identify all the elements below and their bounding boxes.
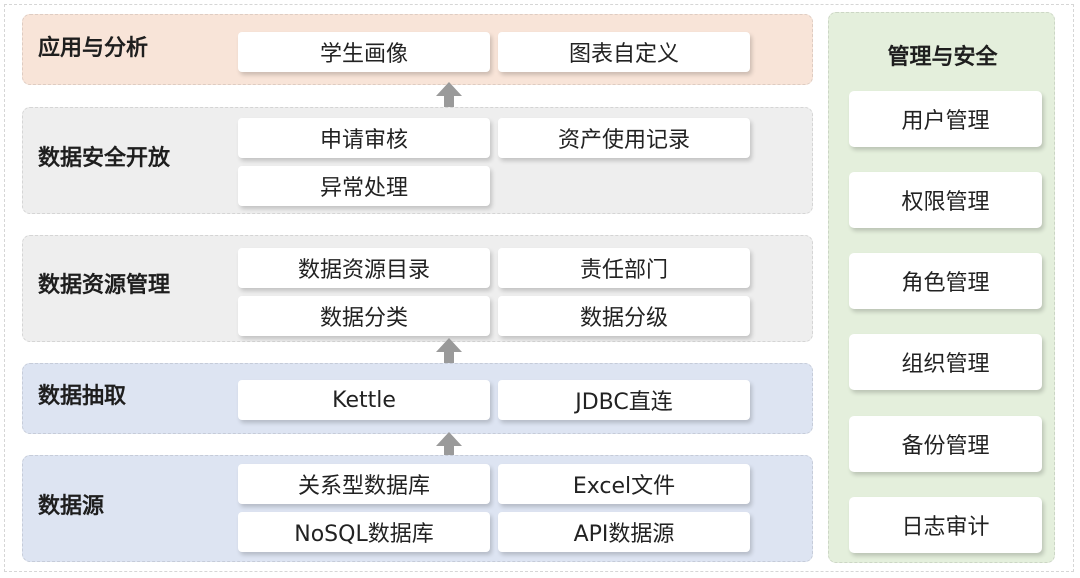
management-item-user: 用户管理 (849, 91, 1042, 147)
resource-item-catalog: 数据资源目录 (238, 248, 490, 288)
management-item-log-audit: 日志审计 (849, 497, 1042, 553)
resource-item-responsible-dept: 责任部门 (498, 248, 750, 288)
management-title: 管理与安全 (887, 45, 998, 70)
arrow-up-icon (436, 338, 462, 376)
extract-item-kettle: Kettle (238, 380, 490, 420)
diagram-frame (4, 4, 1074, 572)
source-item-excel-file: Excel文件 (498, 464, 750, 504)
management-panel: 管理与安全 用户管理 权限管理 角色管理 组织管理 备份管理 日志审计 (828, 12, 1055, 563)
management-item-organization: 组织管理 (849, 334, 1042, 390)
arrow-up-icon (436, 82, 462, 120)
security-item-exception-handling: 异常处理 (238, 166, 490, 206)
layer-source-title: 数据源 (38, 494, 105, 519)
arrow-up-icon (436, 432, 462, 470)
layer-security-title: 数据安全开放 (38, 146, 171, 171)
management-item-backup: 备份管理 (849, 416, 1042, 472)
management-item-role: 角色管理 (849, 253, 1042, 309)
security-item-application-review: 申请审核 (238, 118, 490, 158)
app-item-student-profile: 学生画像 (238, 32, 490, 72)
extract-item-jdbc: JDBC直连 (498, 380, 750, 420)
app-item-custom-chart: 图表自定义 (498, 32, 750, 72)
source-item-api-source: API数据源 (498, 512, 750, 552)
layer-resource-title: 数据资源管理 (38, 273, 171, 298)
resource-item-classification: 数据分类 (238, 296, 490, 336)
source-item-nosql-db: NoSQL数据库 (238, 512, 490, 552)
management-item-permission: 权限管理 (849, 172, 1042, 228)
layer-extract-title: 数据抽取 (38, 384, 127, 409)
source-item-relational-db: 关系型数据库 (238, 464, 490, 504)
resource-item-grading: 数据分级 (498, 296, 750, 336)
layer-app-title: 应用与分析 (38, 36, 149, 61)
security-item-asset-usage-record: 资产使用记录 (498, 118, 750, 158)
